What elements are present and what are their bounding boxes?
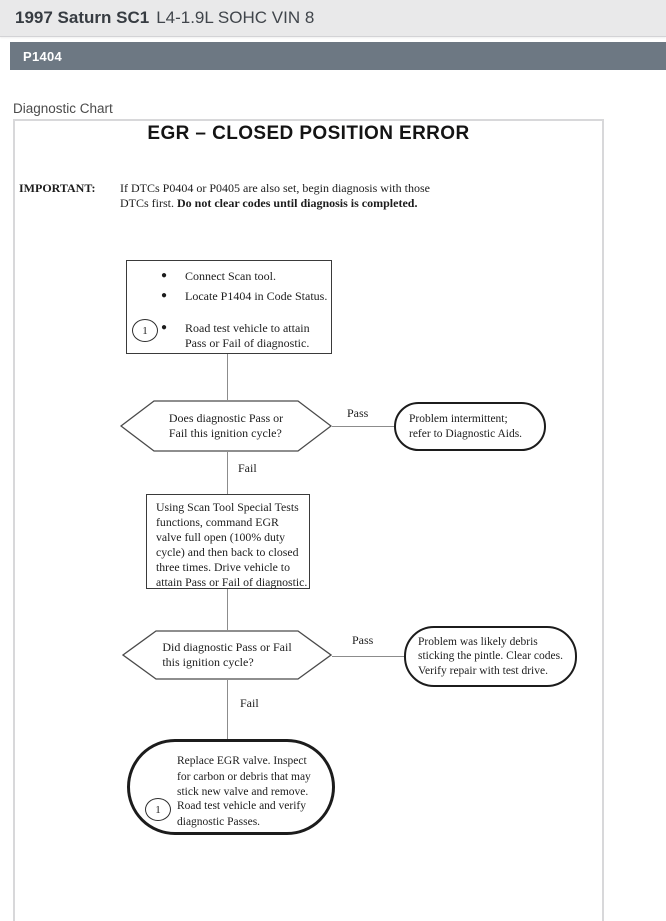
connector-line: [227, 589, 228, 630]
edge-label-fail: Fail: [240, 696, 259, 710]
step1-item1-text: Connect Scan tool.: [185, 269, 276, 283]
diagnostic-chart-panel: EGR – CLOSED POSITION ERROR IMPORTANT: I…: [13, 119, 604, 921]
important-text-line2: DTCs first.: [120, 196, 177, 210]
edge-label-fail: Fail: [238, 461, 257, 475]
hexagon-shape-icon: [120, 400, 332, 452]
chart-title: EGR – CLOSED POSITION ERROR: [147, 123, 470, 144]
connector-line: [332, 656, 404, 657]
connector-line: [227, 354, 228, 400]
important-text-bold: Do not clear codes until diagnosis is co…: [177, 196, 418, 210]
section-label: Diagnostic Chart: [13, 101, 113, 116]
vehicle-engine-subtitle: L4-1.9L SOHC VIN 8: [156, 8, 315, 27]
connector-line: [227, 680, 228, 739]
footnote-1-marker: 1: [132, 319, 158, 342]
code-section-bar[interactable]: P1404: [10, 42, 666, 70]
important-text-line1: If DTCs P0404 or P0405 are also set, beg…: [120, 181, 430, 195]
bullet-icon: ●: [161, 290, 168, 301]
step1-item2-text: Locate P1404 in Code Status.: [185, 289, 328, 303]
connector-line: [227, 452, 228, 494]
vehicle-model-title: 1997 Saturn SC1: [15, 8, 150, 27]
connector-line: [332, 426, 394, 427]
bullet-icon: ●: [161, 270, 168, 281]
edge-label-pass: Pass: [347, 406, 369, 420]
code-section-label: P1404: [23, 48, 63, 64]
terminal1-text: Problem intermittent;refer to Diagnostic…: [409, 413, 523, 440]
footnote-1-marker: 1: [145, 798, 171, 821]
edge-label-pass: Pass: [352, 633, 374, 647]
bullet-icon: ●: [161, 322, 168, 333]
step1-box: ● Connect Scan tool. ● Locate P1404 in C…: [126, 260, 332, 354]
vehicle-header: 1997 Saturn SC1 L4-1.9L SOHC VIN 8: [0, 0, 666, 37]
important-text: If DTCs P0404 or P0405 are also set, beg…: [120, 181, 430, 211]
hexagon-shape-icon: [122, 630, 332, 680]
terminal1-shape: Problem intermittent;refer to Diagnostic…: [394, 402, 546, 451]
important-label: IMPORTANT:: [19, 181, 96, 195]
